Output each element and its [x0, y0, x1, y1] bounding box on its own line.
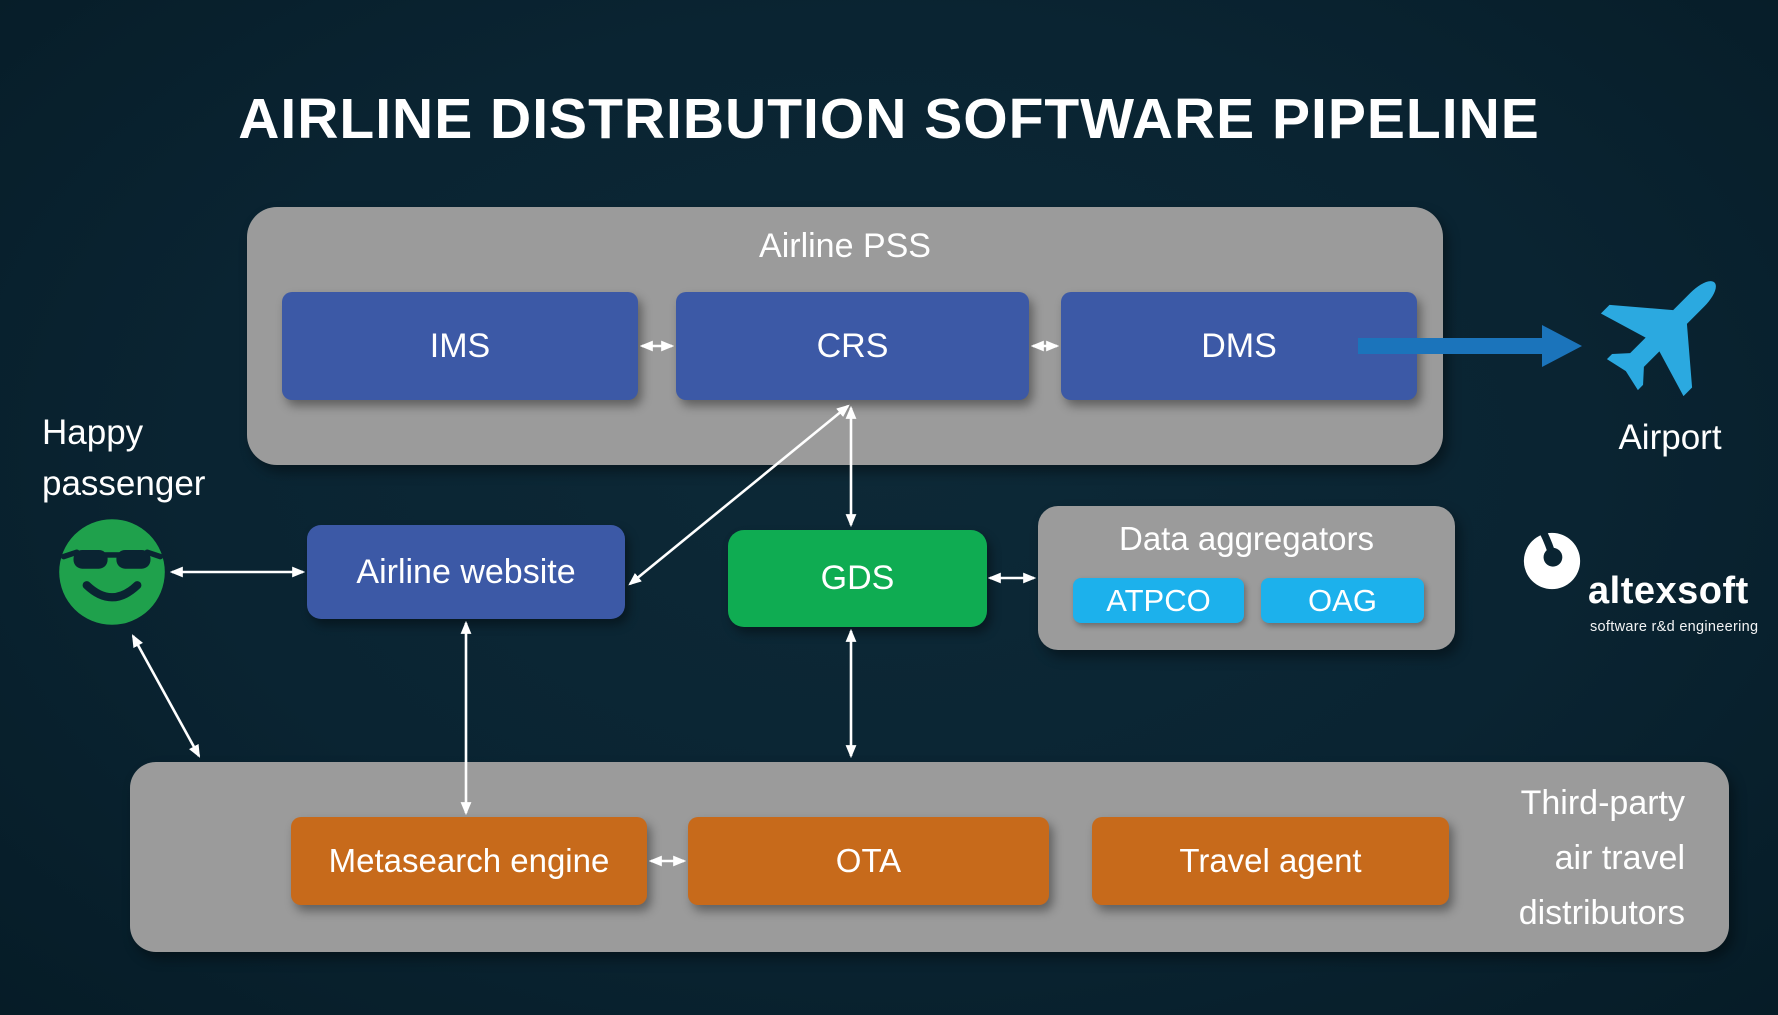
- altexsoft-logo-name: altexsoft: [1588, 570, 1749, 612]
- data-aggregators-label: Data aggregators: [1119, 520, 1374, 557]
- node-atpco: ATPCO: [1073, 578, 1244, 623]
- third-party-label: Third-party air travel distributors: [1518, 784, 1685, 933]
- node-gds: GDS: [728, 530, 987, 627]
- airplane-icon: [1600, 281, 1716, 397]
- node-metasearch-engine: Metasearch engine: [291, 817, 647, 905]
- node-dms: DMS: [1061, 292, 1417, 400]
- node-ims: IMS: [282, 292, 638, 400]
- node-ota: OTA: [688, 817, 1049, 905]
- happy-passenger-icon: [59, 519, 165, 625]
- node-oag: OAG: [1261, 578, 1424, 623]
- node-airline-website: Airline website: [307, 525, 625, 619]
- node-travel-agent: Travel agent: [1092, 817, 1449, 905]
- airport-label: Airport: [1618, 418, 1722, 457]
- altexsoft-logo-tagline: software r&d engineering: [1590, 619, 1759, 635]
- arrow-passenger-distributors: [131, 634, 201, 758]
- page-title: AIRLINE DISTRIBUTION SOFTWARE PIPELINE: [238, 87, 1540, 151]
- node-crs: CRS: [676, 292, 1029, 400]
- altexsoft-logo-icon: [1523, 531, 1581, 590]
- happy-passenger-label: Happy passenger: [42, 413, 206, 503]
- airline-pss-label: Airline PSS: [759, 227, 931, 265]
